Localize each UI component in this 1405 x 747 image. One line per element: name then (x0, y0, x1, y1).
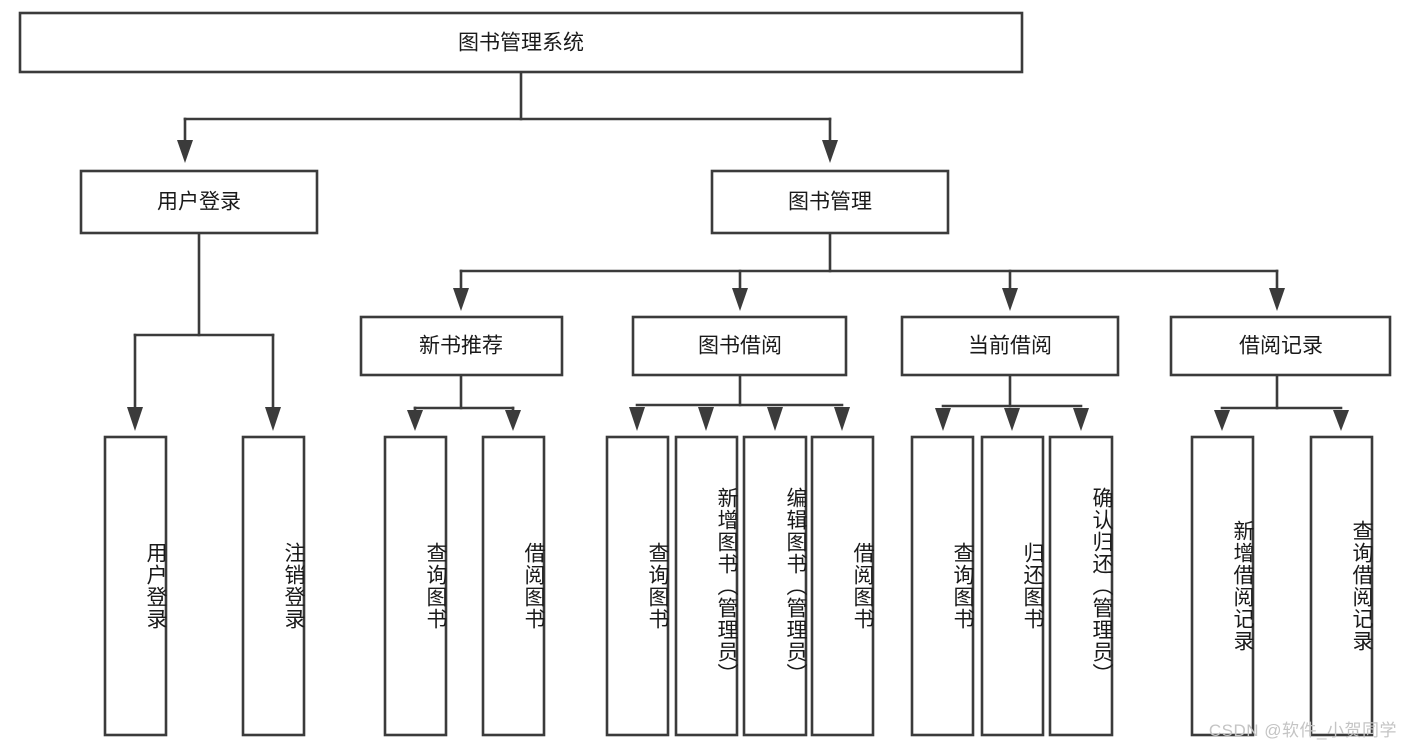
node-user-login-label: 用户登录 (157, 191, 241, 214)
node-root-box[interactable] (18, 11, 1024, 74)
node-records-box[interactable] (1169, 315, 1392, 377)
arrowhead-borrow-leaf-2 (698, 407, 714, 431)
node-book-mgmt-box[interactable] (710, 169, 950, 235)
node-user-login-box[interactable] (79, 169, 319, 235)
node-current-label: 当前借阅 (968, 335, 1052, 358)
node-book-mgmt-label: 图书管理 (788, 191, 872, 214)
leaf-box-4[interactable] (605, 435, 670, 737)
leaf-box-6[interactable] (742, 435, 808, 737)
connector-group-root (177, 70, 838, 163)
node-current-box[interactable] (900, 315, 1120, 377)
connector-group-new-books (407, 373, 521, 431)
arrowhead-userlogin-leaf-1 (127, 407, 143, 431)
leaf-box-7[interactable] (810, 435, 875, 737)
arrowhead-bookmgmt-to-borrow (732, 288, 748, 311)
leaf-box-0[interactable] (103, 435, 168, 737)
leaf-box-5[interactable] (674, 435, 739, 737)
node-new-books-box[interactable] (359, 315, 564, 377)
arrowhead-userlogin-leaf-2 (265, 407, 281, 431)
arrowhead-records-leaf-2 (1333, 410, 1349, 431)
connector-group-book-mgmt (453, 231, 1285, 311)
arrowhead-newbooks-leaf-2 (505, 410, 521, 431)
arrowhead-newbooks-leaf-1 (407, 410, 423, 431)
connector-group-user-login (127, 231, 281, 431)
arrowhead-root-to-user-login (177, 140, 193, 163)
node-records-label: 借阅记录 (1239, 335, 1323, 358)
arrowhead-current-leaf-1 (935, 408, 951, 431)
leaf-box-2[interactable] (383, 435, 448, 737)
connector-group-borrow (629, 373, 850, 431)
node-new-books-label: 新书推荐 (419, 335, 503, 358)
leaf-box-1[interactable] (241, 435, 306, 737)
arrowhead-records-leaf-1 (1214, 410, 1230, 431)
leaf-box-12[interactable] (1309, 435, 1374, 737)
connector-group-records (1214, 373, 1349, 431)
node-root-label: 图书管理系统 (458, 32, 584, 55)
arrowhead-current-leaf-2 (1004, 408, 1020, 431)
arrowhead-borrow-leaf-1 (629, 407, 645, 431)
connector-group-current (935, 373, 1089, 431)
arrowhead-current-leaf-3 (1073, 408, 1089, 431)
leaf-box-8[interactable] (910, 435, 975, 737)
arrowhead-borrow-leaf-4 (834, 407, 850, 431)
arrowhead-bookmgmt-to-new-books (453, 288, 469, 311)
arrowhead-bookmgmt-to-current (1002, 288, 1018, 311)
arrowhead-root-to-book-mgmt (822, 140, 838, 163)
arrowhead-bookmgmt-to-records (1269, 288, 1285, 311)
arrowhead-borrow-leaf-3 (767, 407, 783, 431)
node-borrow-box[interactable] (631, 315, 848, 377)
leaf-box-11[interactable] (1190, 435, 1255, 737)
leaf-box-10[interactable] (1048, 435, 1114, 737)
leaf-box-3[interactable] (481, 435, 546, 737)
leaf-box-9[interactable] (980, 435, 1045, 737)
node-borrow-label: 图书借阅 (698, 335, 782, 358)
